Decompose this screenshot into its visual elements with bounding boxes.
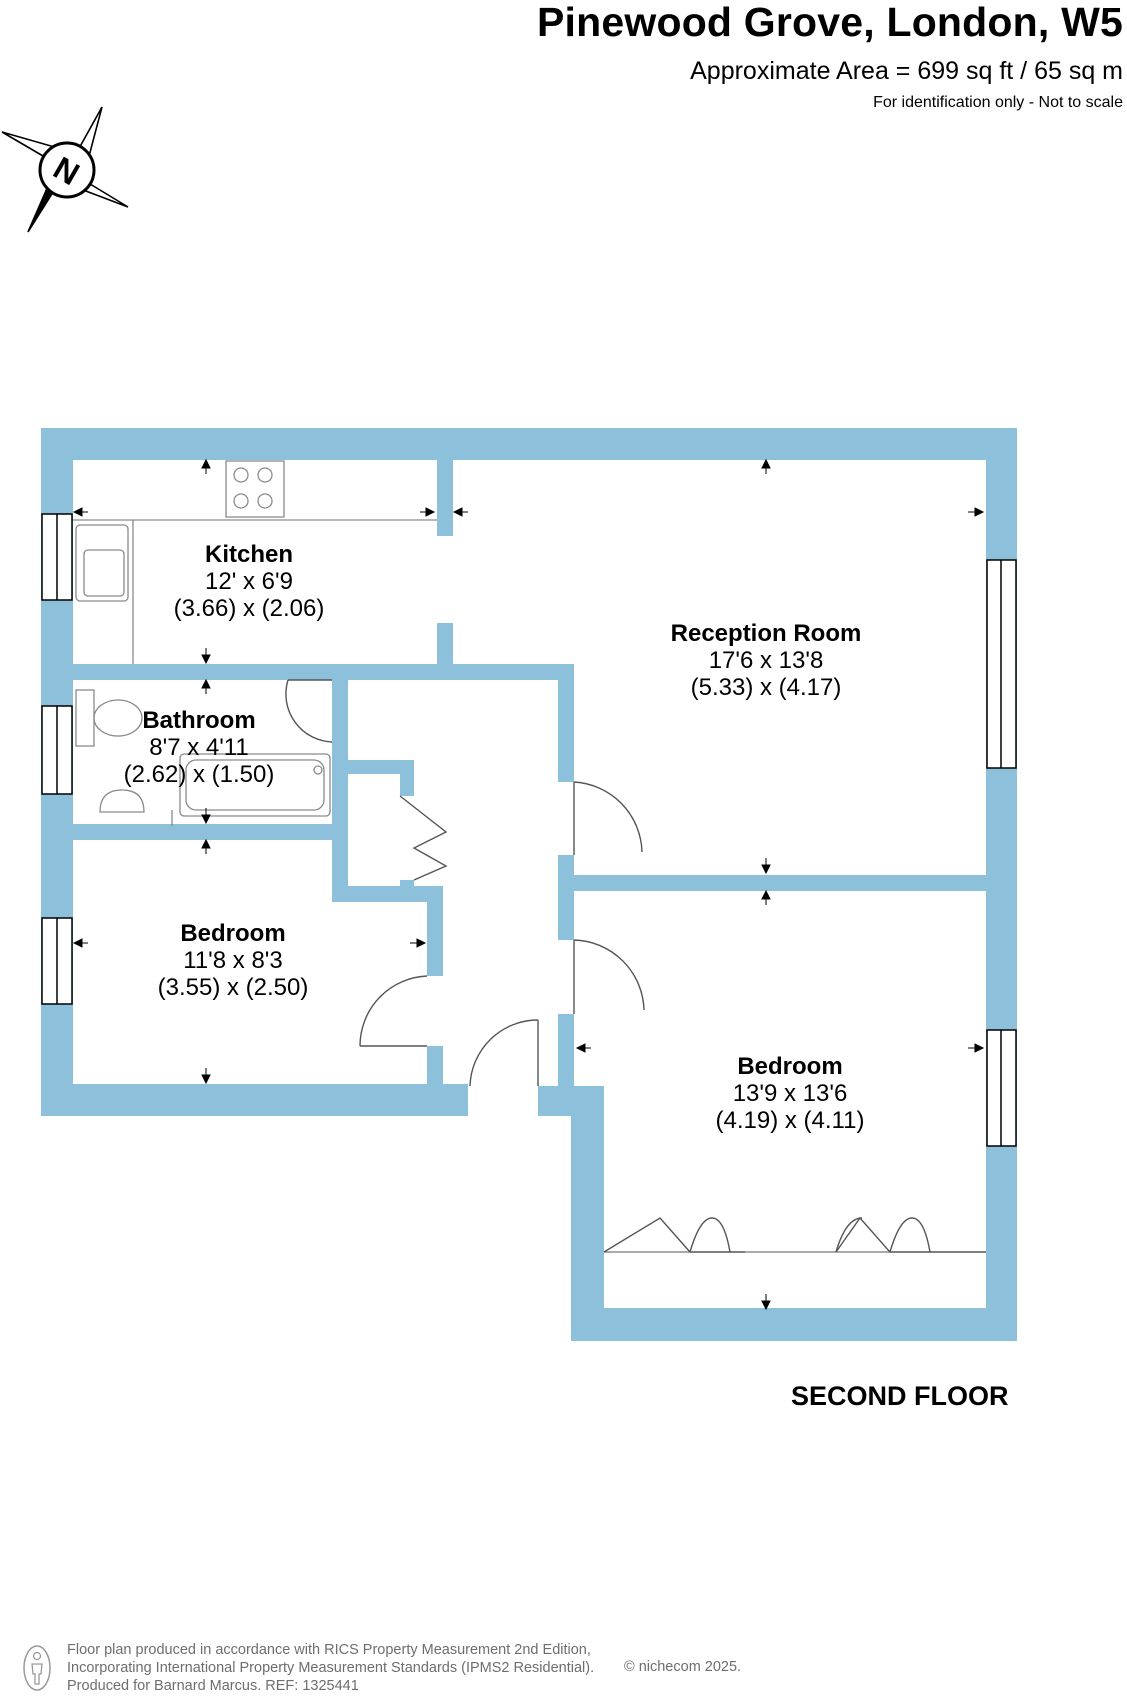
room-name-kitchen: Kitchen [205, 541, 293, 568]
bath-icon [179, 753, 331, 817]
footer-line-1: Floor plan produced in accordance with R… [67, 1642, 591, 1658]
room-metric-bathroom: (2.62) x (1.50) [124, 761, 275, 788]
footer-brand: © nichecom 2025. [624, 1659, 742, 1675]
windows [41, 513, 1017, 1147]
room-name-bedroom1: Bedroom [180, 920, 285, 947]
room-size-reception: 17'6 x 13'8 [709, 647, 824, 674]
room-metric-reception: (5.33) x (4.17) [691, 674, 842, 701]
disclaimer: For identification only - Not to scale [873, 94, 1123, 111]
measurement-arrows [72, 458, 985, 1311]
room-size-bedroom1: 11'8 x 8'3 [183, 947, 282, 974]
room-metric-kitchen: (3.66) x (2.06) [174, 595, 325, 622]
room-metric-bedroom2: (4.19) x (4.11) [716, 1107, 865, 1134]
bathroom-fixtures [75, 689, 331, 826]
page-title: Pinewood Grove, London, W5 [536, 0, 1123, 45]
basin-icon [99, 789, 145, 813]
footer-line-3: Produced for Barnard Marcus. REF: 132544… [67, 1678, 359, 1694]
room-size-bathroom: 8'7 x 4'11 [149, 734, 248, 761]
area-summary: Approximate Area = 699 sq ft / 65 sq m [690, 57, 1123, 85]
sink-icon [75, 524, 129, 602]
room-name-bedroom2: Bedroom [737, 1053, 842, 1080]
kitchen-fixtures [73, 460, 437, 664]
toilet-icon [93, 699, 143, 737]
toilet-cistern-icon [75, 689, 95, 747]
doors [285, 679, 986, 1253]
room-name-bathroom: Bathroom [142, 707, 255, 734]
walls [41, 428, 1017, 1341]
floor-label: SECOND FLOOR [791, 1381, 1009, 1411]
compass-icon: N [1, 106, 129, 233]
footer: Floor plan produced in accordance with R… [67, 1641, 594, 1695]
header: Pinewood Grove, London, W5 Approximate A… [537, 0, 1123, 112]
room-size-bedroom2: 13'9 x 13'6 [733, 1080, 848, 1107]
person-icon [23, 1645, 51, 1691]
room-size-kitchen: 12' x 6'9 [205, 568, 293, 595]
room-name-reception: Reception Room [671, 620, 862, 647]
footer-line-2: Incorporating International Property Mea… [67, 1660, 595, 1676]
hob-icon [225, 460, 285, 518]
room-metric-bedroom1: (3.55) x (2.50) [158, 974, 309, 1001]
